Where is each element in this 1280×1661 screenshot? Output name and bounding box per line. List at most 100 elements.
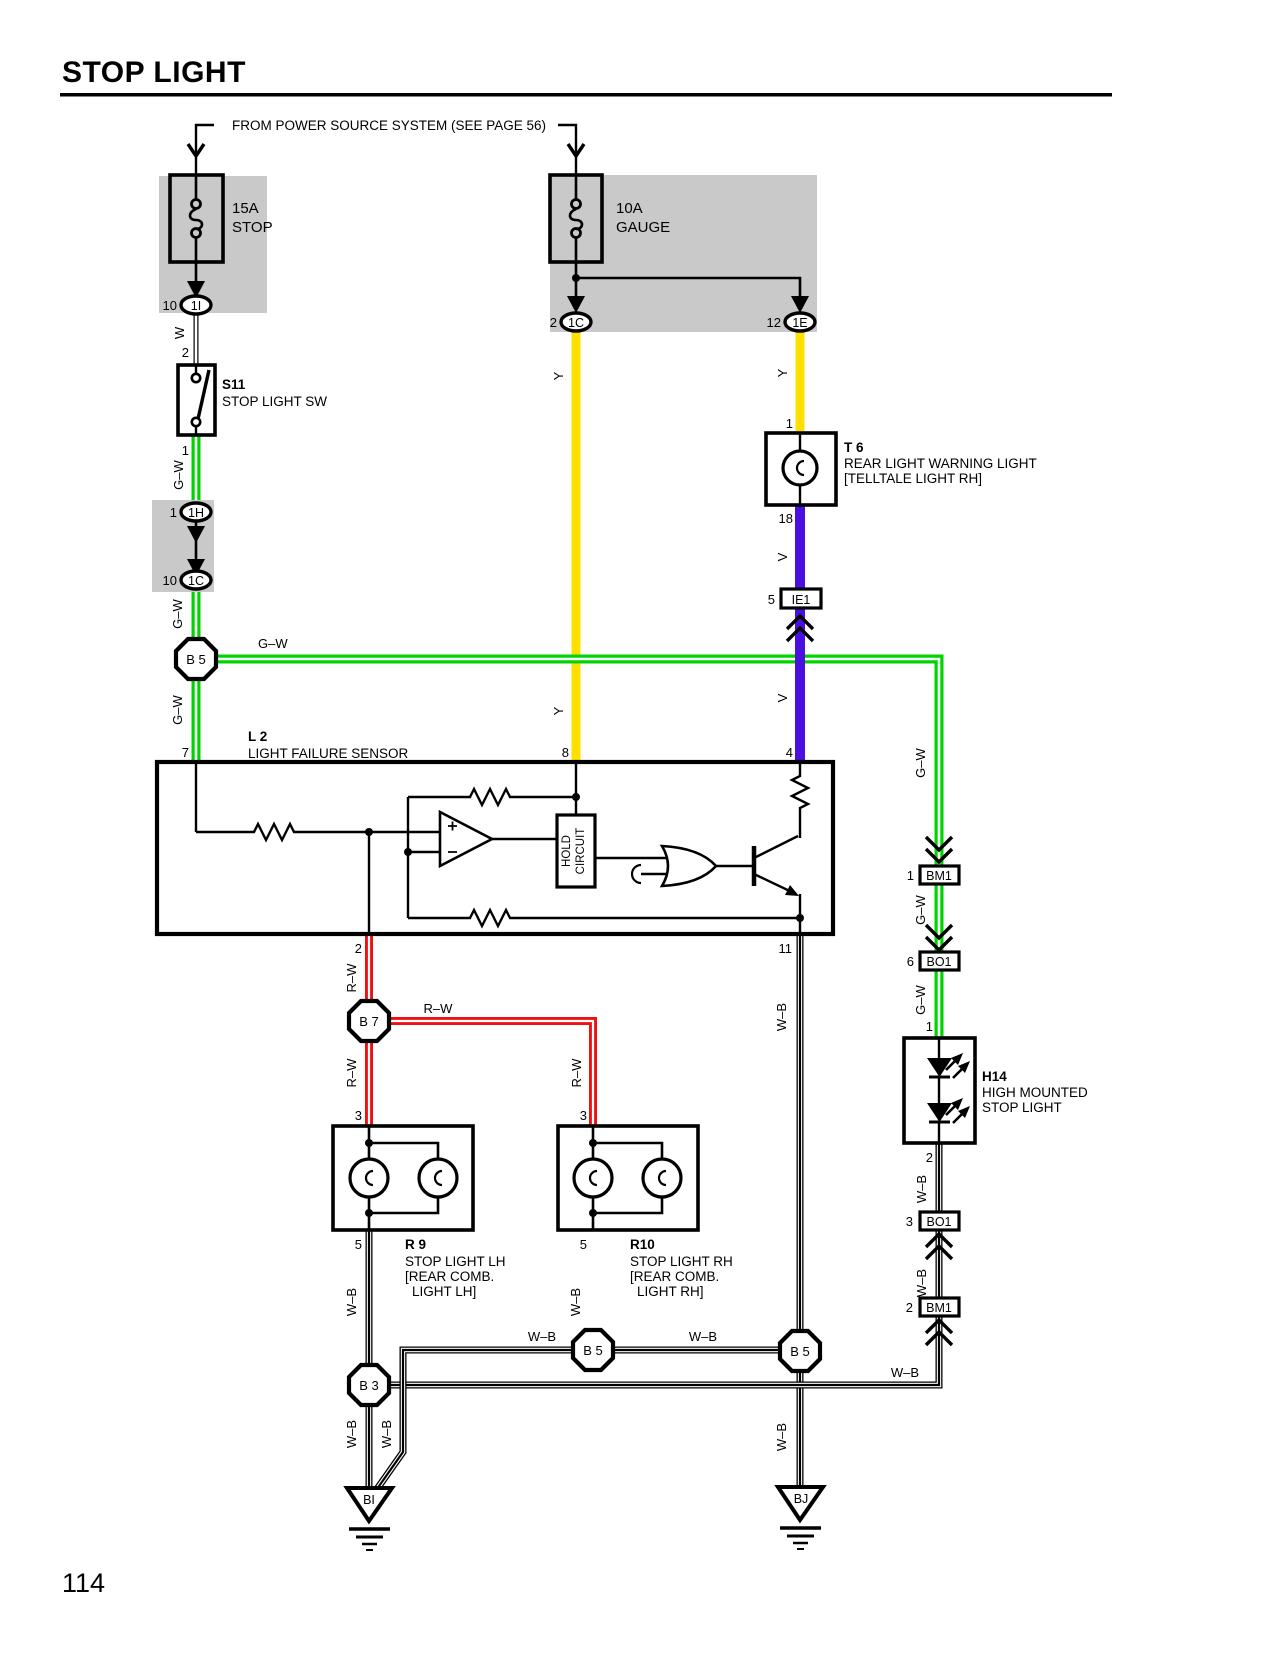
connector-arrow-icon [187,281,205,298]
connector-bm1-upper: 1 BM1 [907,835,961,886]
junction-b5-right: B 5 [777,1328,823,1374]
led-icon [927,1103,952,1122]
wire-label-y: Y [551,706,566,715]
wire-label-rw: R–W [344,1058,359,1088]
bulb-icon [417,1157,459,1199]
wire-label-v: V [775,693,790,702]
wire-label-rw: R–W [424,1001,454,1016]
wire-label-gw: G–W [258,636,288,651]
connector-bo1-upper: 6 BO1 [907,923,961,972]
pin-number: 7 [182,745,189,760]
hold-circuit-label: HOLD [561,835,573,867]
component-r9-stop-light-lh: 3 5 R 9 STOP LIGHT LH [REAR COMB. LIGHT … [331,1108,506,1299]
component-h14-high-mounted-stop-light: 1 H14 HIGH MOUNTED STOP LIGHT 2 [902,1019,1088,1165]
chevron-up-icon [924,1243,954,1261]
connector-label: 1H [188,506,204,520]
connector-ie1: 5 IE1 [768,587,823,643]
component-s11-stop-light-switch: 2 S11 STOP LIGHT SW 1 [176,345,327,458]
pin-number: 3 [580,1108,587,1123]
bulb-filament-icon [657,1169,667,1187]
wire-label-gw: G–W [913,984,928,1014]
bulb-icon [641,1157,683,1199]
component-desc: [REAR COMB. [630,1269,719,1284]
component-name: STOP LIGHT SW [222,394,327,409]
wire-wb-b3-bm1 [369,1316,943,1389]
pin-number: 2 [355,941,362,956]
arrow-down-icon [566,143,586,160]
wire-label-wb: W–B [568,1288,583,1316]
wire-label-wb: W–B [379,1420,394,1448]
bulb-icon [572,1157,614,1199]
fuse-15a-stop: 15A STOP [168,173,273,298]
component-desc: REAR LIGHT WARNING LIGHT [844,456,1037,471]
component-id: H14 [982,1069,1007,1084]
power-source-note: FROM POWER SOURCE SYSTEM (SEE PAGE 56) [232,118,546,133]
title-rule [60,93,1112,97]
connector-label: 1E [792,316,807,330]
chevron-up-icon [924,1231,954,1249]
pin-number: 2 [182,345,189,360]
connector-label: 1C [188,574,204,588]
or-gate-icon [659,844,718,888]
connector-bm1-lower: 2 BM1 [906,1296,961,1347]
wire-label-w: W [172,326,187,339]
resistor-icon [408,786,576,808]
connector-pin: 5 [768,592,775,607]
wire-label-wb: W–B [774,1423,789,1451]
junction-label: B 5 [790,1344,810,1359]
wire-green-b5-h14-branch [196,654,944,1038]
pin-number: 4 [786,745,793,760]
switch-blade-icon [196,369,211,420]
ground-label: BJ [794,1492,809,1506]
connector-pin: 1 [907,868,914,883]
connector-arrow-icon [187,526,205,543]
wire-red-b7-r10 [369,1017,597,1126]
chevron-down-icon [924,923,954,941]
component-desc: HIGH MOUNTED [982,1085,1088,1100]
connector-pin: 2 [550,315,557,330]
component-desc: LIGHT RH] [637,1284,704,1299]
bulb-filament-icon [588,1169,598,1187]
fuse-10a-gauge: 10A GAUGE [548,173,809,313]
pin-number: 2 [926,1150,933,1165]
bulb-filament-icon [433,1169,443,1187]
connector-label: 1C [568,316,584,330]
junction-label: B 7 [359,1014,379,1029]
junction-label: B 5 [186,652,206,667]
component-id: R 9 [405,1237,426,1252]
connector-label: BM1 [926,1301,952,1315]
bulb-icon [348,1157,390,1199]
chevron-up-icon [924,1329,954,1347]
wire-label-wb: W–B [774,1003,789,1031]
resistor-icon [196,821,369,843]
connector-label: 1I [191,299,201,313]
wire-label-wb: W–B [914,1175,929,1203]
junction-b7: B 7 [346,998,392,1044]
fuse-panel-left [159,176,267,313]
component-desc: [TELLTALE LIGHT RH] [844,471,982,486]
connector-1i: 10 1I [163,294,213,316]
wire-label-wb: W–B [528,1329,556,1344]
wire-label-wb: W–B [344,1288,359,1316]
pin-number: 11 [779,941,793,956]
pin-number: 1 [926,1019,933,1034]
component-id: S11 [222,377,246,392]
wire-label-rw: R–W [569,1058,584,1088]
wire-label-gw: G–W [171,459,186,489]
component-desc: STOP LIGHT LH [405,1254,506,1269]
wire-label-wb: W–B [891,1365,919,1380]
component-name: LIGHT FAILURE SENSOR [248,746,409,761]
connector-pin: 2 [906,1300,913,1315]
junction-label: B 3 [359,1378,379,1393]
connector-bo1-lower: 3 BO1 [906,1210,961,1261]
junction-label: B 5 [583,1343,603,1358]
connector-pin: 1 [170,505,177,520]
connector-pin: 3 [906,1214,913,1229]
connector-pin: 10 [163,298,177,313]
pin-number: 18 [779,511,793,526]
connector-arrow-icon [791,296,809,313]
pin-number: 1 [786,416,793,431]
hold-circuit-label: CIRCUIT [575,828,587,875]
